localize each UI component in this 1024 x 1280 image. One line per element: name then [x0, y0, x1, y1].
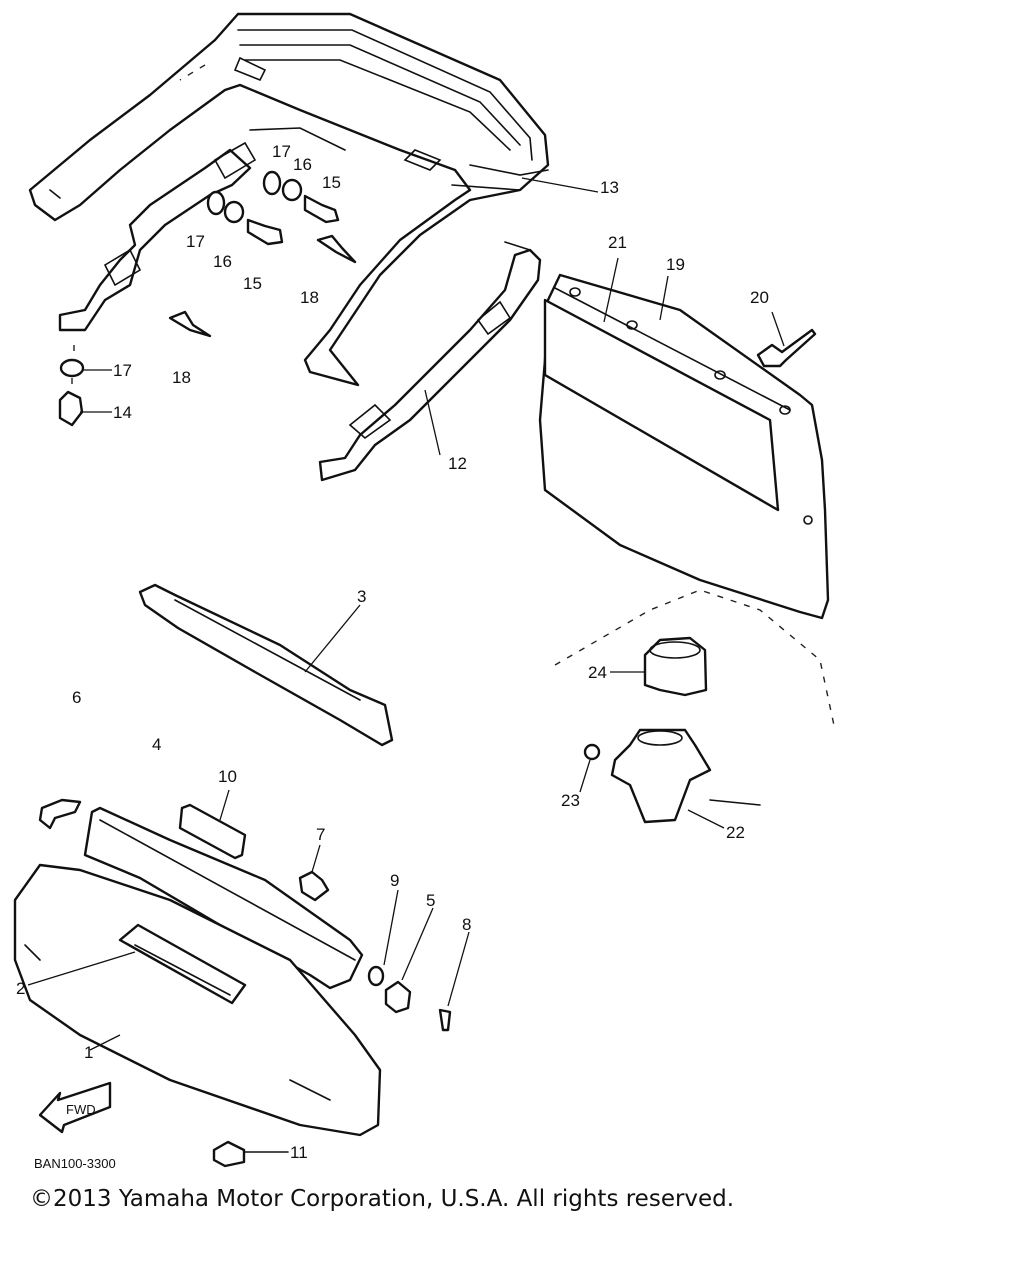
small-hardware [212, 870, 452, 1168]
label-part-3: 3 [357, 587, 366, 606]
label-part-15b: 15 [243, 274, 262, 293]
label-part-18a: 18 [300, 288, 319, 307]
label-part-16a: 16 [293, 155, 312, 174]
label-part-16b: 16 [213, 252, 232, 271]
label-part-14: 14 [113, 403, 132, 422]
exploded-view: FWD 13 21 19 20 17 16 15 17 16 15 18 17 [13, 12, 836, 1171]
label-part-17b: 17 [186, 232, 205, 251]
label-part-21: 21 [608, 233, 627, 252]
fitting-assembly [554, 589, 836, 824]
label-part-17c: 17 [113, 361, 132, 380]
label-part-7: 7 [316, 825, 325, 844]
label-part-15a: 15 [322, 173, 341, 192]
part-12-bracket-left [58, 127, 346, 332]
fastener-cluster-upper [168, 170, 357, 338]
label-part-17a: 17 [272, 142, 291, 161]
label-part-11: 11 [290, 1143, 308, 1162]
part-20-rivet [756, 328, 817, 368]
copyright-notice: ©2013 Yamaha Motor Corporation, U.S.A. A… [30, 1186, 735, 1212]
leader-lines [27, 177, 785, 1051]
catalog-code: BAN100-3300 [34, 1156, 116, 1171]
label-part-12: 12 [448, 454, 467, 473]
part-3-bar [138, 583, 394, 747]
label-part-19: 19 [666, 255, 685, 274]
label-part-20: 20 [750, 288, 769, 307]
part-13-cover [28, 12, 550, 387]
forward-arrow-icon: FWD [38, 1081, 112, 1134]
label-part-6: 6 [72, 688, 81, 707]
part-17-14-left [58, 345, 85, 427]
part-4-strip [38, 798, 364, 990]
label-part-8: 8 [462, 915, 471, 934]
label-part-10: 10 [218, 767, 237, 786]
part-12-bracket-right [318, 241, 542, 482]
label-part-24: 24 [588, 663, 607, 682]
label-part-18b: 18 [172, 368, 191, 387]
part-19-flap [538, 273, 830, 620]
label-part-9: 9 [390, 871, 399, 890]
label-part-4: 4 [152, 735, 161, 754]
label-part-22: 22 [726, 823, 745, 842]
label-part-1: 1 [84, 1043, 93, 1062]
label-part-5: 5 [426, 891, 435, 910]
part-number-labels: 13 21 19 20 17 16 15 17 16 15 18 17 18 1… [16, 142, 769, 1171]
arrow-label: FWD [66, 1102, 96, 1117]
label-part-13: 13 [600, 178, 619, 197]
part-1-panel [13, 863, 382, 1137]
label-part-23: 23 [561, 791, 580, 810]
label-part-2: 2 [16, 979, 25, 998]
